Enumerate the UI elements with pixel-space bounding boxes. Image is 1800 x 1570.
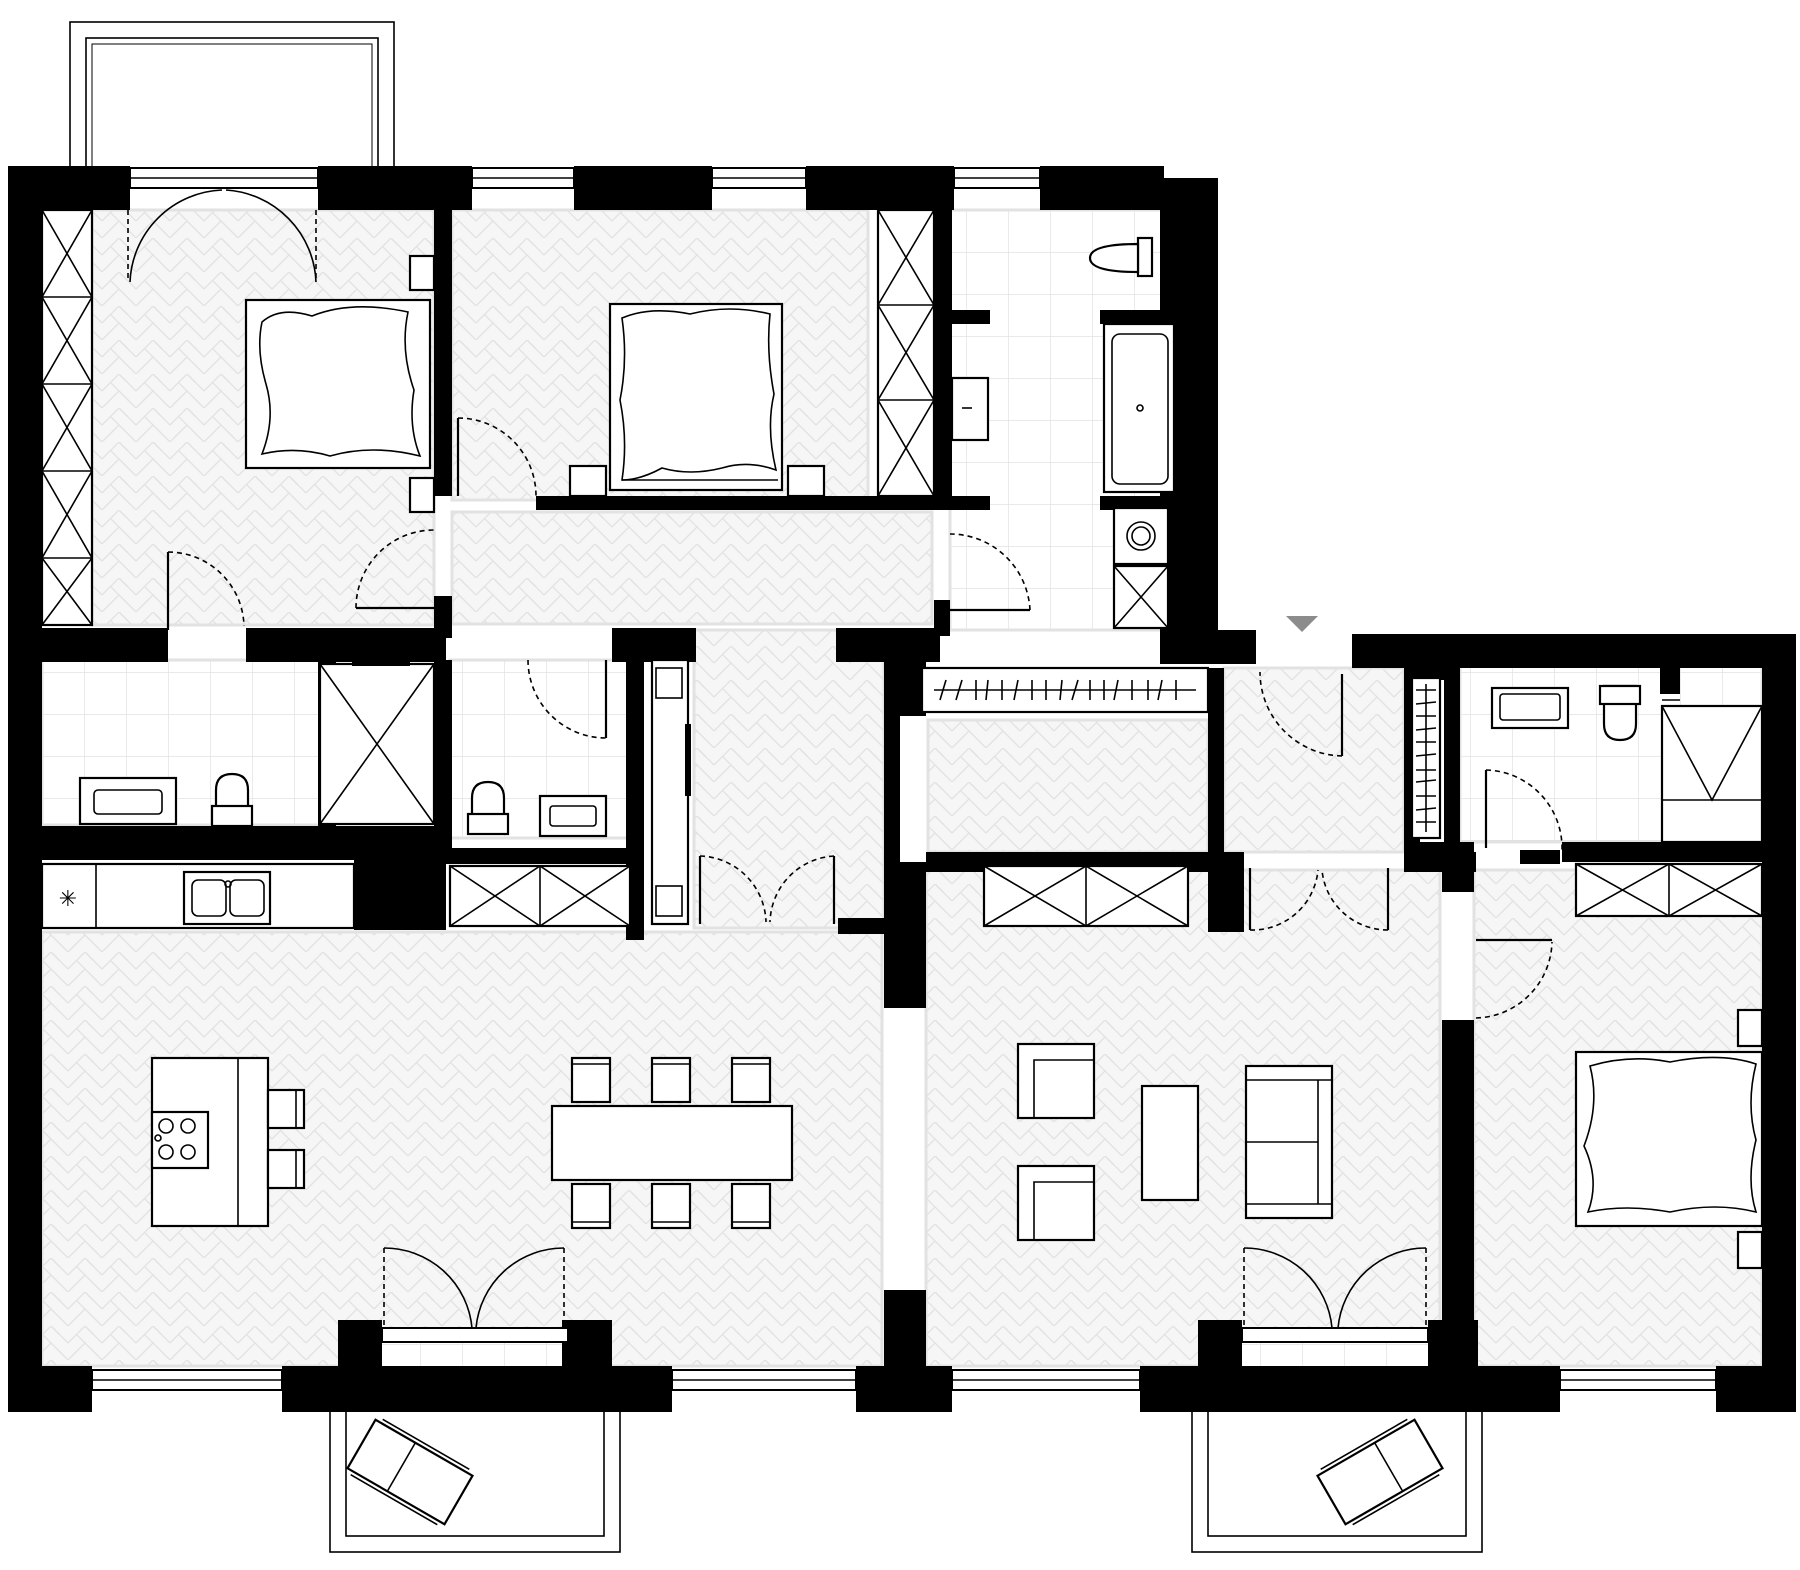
dining bbox=[550, 1056, 794, 1230]
armchair bbox=[1016, 1042, 1096, 1120]
door-living-room[interactable] bbox=[1248, 868, 1390, 931]
wardrobe-bedroom-2 bbox=[876, 208, 936, 498]
door-wc[interactable] bbox=[527, 659, 608, 739]
entrance-marker-icon bbox=[1286, 616, 1318, 632]
wardrobe-kitchen-hall bbox=[448, 864, 632, 928]
dining-chair bbox=[570, 1182, 612, 1230]
door-bedroom-1[interactable] bbox=[166, 551, 245, 630]
door-balcony-north[interactable] bbox=[127, 189, 317, 283]
door-balcony-south-west[interactable] bbox=[383, 1247, 565, 1329]
door-bathroom-east[interactable] bbox=[1484, 769, 1563, 851]
shoe-rack bbox=[1410, 676, 1442, 840]
closet-hall-floor bbox=[926, 718, 1210, 854]
kitchen-sink-icon bbox=[182, 870, 272, 926]
bar-stool bbox=[266, 1088, 306, 1130]
bed-bedroom-1 bbox=[244, 254, 436, 514]
walls bbox=[8, 166, 1796, 1412]
kitchen-island bbox=[150, 1056, 270, 1228]
corridor-floor bbox=[692, 628, 886, 930]
balcony-north bbox=[69, 21, 395, 169]
bathroom-fixtures bbox=[78, 236, 1764, 844]
bar-stool bbox=[266, 1148, 306, 1190]
toilet-icon bbox=[1598, 684, 1642, 742]
sun-lounger bbox=[345, 1418, 475, 1526]
dining-chair bbox=[650, 1056, 692, 1104]
dining-chair bbox=[730, 1056, 772, 1104]
sink-icon bbox=[1490, 686, 1570, 730]
dining-chair bbox=[570, 1056, 612, 1104]
sink-icon bbox=[950, 376, 990, 442]
entrance-floor bbox=[1222, 666, 1406, 854]
wardrobe-bedroom-1 bbox=[40, 208, 94, 627]
bed-bedroom-2 bbox=[568, 302, 826, 498]
bed-bedroom-3 bbox=[1574, 1008, 1764, 1270]
wardrobe-bedroom-3 bbox=[1574, 862, 1764, 918]
sink-icon bbox=[78, 776, 178, 826]
toilet-icon bbox=[1088, 236, 1154, 278]
wardrobes bbox=[40, 208, 1764, 928]
armchair bbox=[1016, 1164, 1096, 1242]
shower-icon bbox=[1660, 699, 1764, 844]
door-hall-north[interactable] bbox=[355, 529, 435, 610]
hall-north-floor bbox=[450, 510, 934, 626]
wardrobe-living bbox=[982, 864, 1190, 928]
dining-chair bbox=[650, 1182, 692, 1230]
beds bbox=[244, 254, 1764, 1270]
bathtub-icon bbox=[1102, 322, 1176, 494]
dining-table bbox=[550, 1104, 794, 1182]
toilet-icon bbox=[466, 780, 510, 836]
coffee-table bbox=[1140, 1084, 1200, 1202]
toilet-icon bbox=[210, 772, 254, 828]
door-kitchen[interactable] bbox=[698, 855, 836, 924]
living bbox=[1016, 1042, 1334, 1242]
shower-icon bbox=[318, 662, 436, 826]
door-bathroom-main[interactable] bbox=[949, 533, 1031, 612]
door-balcony-south-east[interactable] bbox=[1243, 1247, 1427, 1329]
door-bedroom-2[interactable] bbox=[456, 417, 537, 497]
balcony-door-frame bbox=[381, 1327, 569, 1343]
dining-chair bbox=[730, 1182, 772, 1230]
door-entrance[interactable] bbox=[1259, 671, 1344, 757]
balcony-door-frame bbox=[1241, 1327, 1429, 1343]
washing-machine-icon bbox=[1112, 506, 1170, 566]
sink-icon bbox=[538, 794, 608, 838]
coat-rack bbox=[920, 666, 1210, 714]
wardrobe-hall-tall bbox=[650, 658, 691, 926]
sun-lounger bbox=[1315, 1418, 1445, 1526]
doors[interactable] bbox=[127, 189, 1563, 1329]
windows bbox=[91, 167, 1717, 1391]
kitchen: ✳ bbox=[40, 862, 356, 1228]
sofa bbox=[1244, 1064, 1334, 1220]
dryer-icon bbox=[1112, 564, 1170, 630]
door-bedroom-3[interactable] bbox=[1475, 938, 1553, 1019]
fridge-icon: ✳ bbox=[59, 887, 77, 912]
